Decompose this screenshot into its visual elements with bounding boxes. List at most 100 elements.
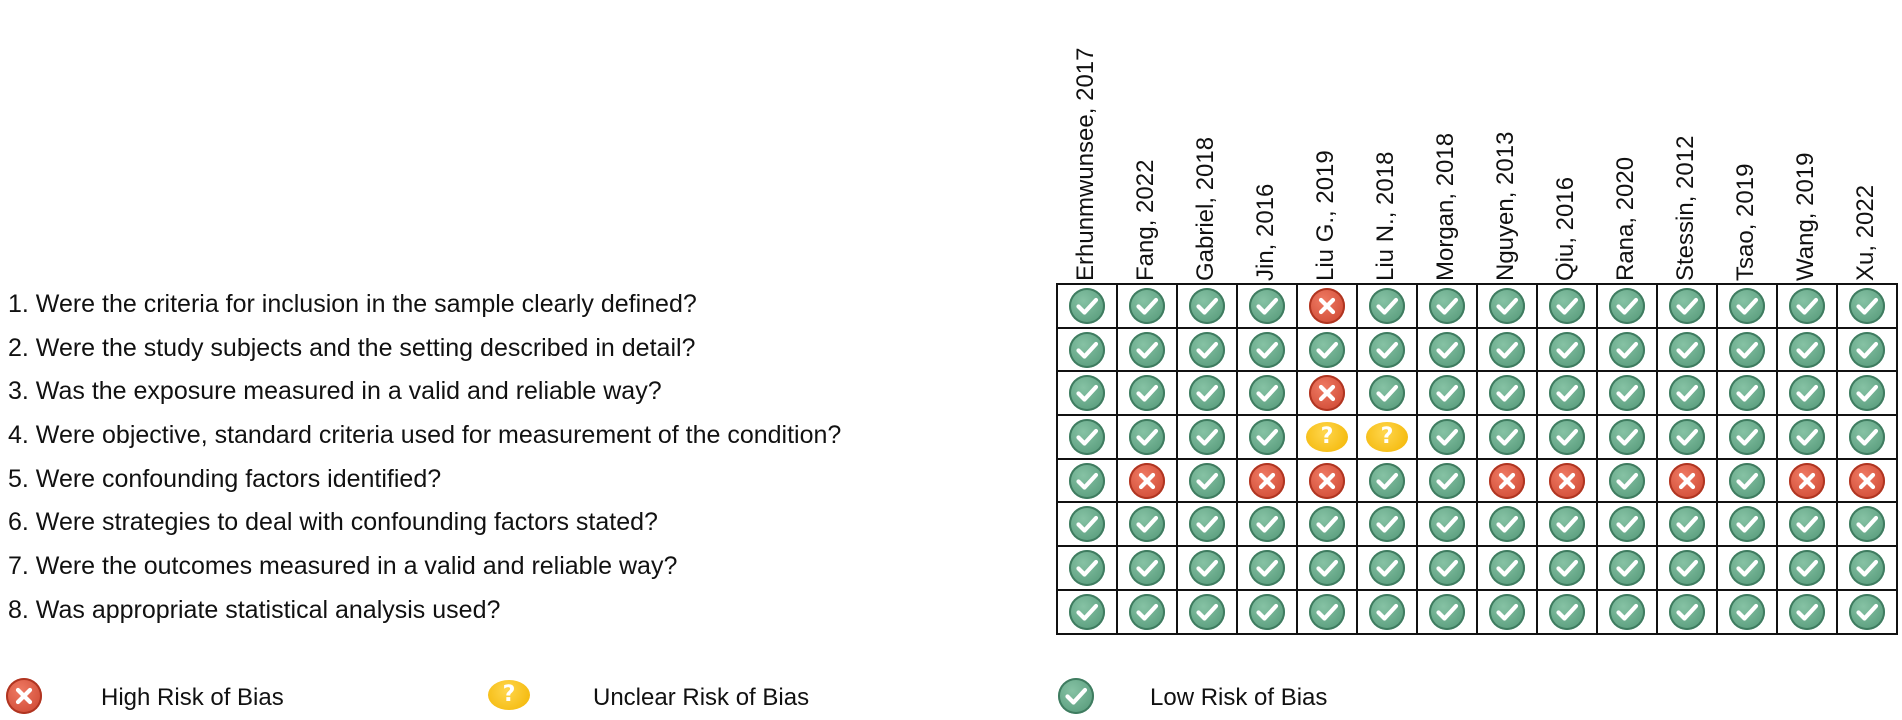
grid-cell bbox=[1836, 457, 1898, 504]
check-icon bbox=[1549, 287, 1585, 324]
check-icon bbox=[1369, 331, 1405, 368]
grid-cell bbox=[1416, 283, 1478, 329]
check-icon bbox=[1249, 418, 1285, 455]
legend-label-low: Low Risk of Bias bbox=[1150, 684, 1328, 711]
grid-cell bbox=[1776, 545, 1838, 591]
check-icon bbox=[1429, 506, 1465, 543]
check-icon bbox=[1789, 287, 1825, 324]
low-risk-icon bbox=[1058, 678, 1094, 714]
check-icon bbox=[1729, 506, 1765, 543]
check-icon bbox=[1789, 375, 1825, 412]
grid-cell bbox=[1716, 283, 1778, 329]
grid-cell bbox=[1236, 414, 1298, 460]
grid-cell bbox=[1296, 501, 1358, 548]
check-icon bbox=[1369, 549, 1405, 586]
check-icon bbox=[1789, 506, 1825, 543]
check-icon bbox=[1849, 331, 1885, 368]
grid-row bbox=[1056, 457, 1898, 504]
check-icon bbox=[1549, 506, 1585, 543]
study-column-header: Wang, 2019 bbox=[1776, 0, 1836, 283]
check-icon bbox=[1489, 287, 1525, 324]
cross-icon bbox=[1489, 462, 1525, 499]
study-label: Xu, 2022 bbox=[1852, 184, 1879, 281]
high-risk-icon bbox=[6, 678, 42, 714]
study-column-header: Rana, 2020 bbox=[1596, 0, 1656, 283]
check-icon bbox=[1609, 375, 1645, 412]
cross-icon bbox=[1549, 462, 1585, 499]
check-icon bbox=[1189, 549, 1225, 586]
question-text: 8. Was appropriate statistical analysis … bbox=[8, 595, 501, 624]
study-column-header: Morgan, 2018 bbox=[1416, 0, 1476, 283]
grid-cell bbox=[1056, 370, 1118, 417]
grid-cell bbox=[1596, 501, 1658, 548]
grid-cell bbox=[1776, 370, 1838, 417]
grid-cell bbox=[1596, 457, 1658, 504]
cross-icon bbox=[1789, 462, 1825, 499]
check-icon bbox=[1669, 287, 1705, 324]
study-column-header: Erhunmwunsee, 2017 bbox=[1056, 0, 1116, 283]
check-icon bbox=[1249, 593, 1285, 630]
check-icon bbox=[1849, 549, 1885, 586]
grid-cell bbox=[1176, 588, 1238, 635]
check-icon bbox=[1369, 287, 1405, 324]
grid-cell bbox=[1596, 588, 1658, 635]
grid-cell bbox=[1836, 283, 1898, 329]
check-icon bbox=[1069, 418, 1105, 455]
check-icon bbox=[1069, 462, 1105, 499]
grid-cell bbox=[1116, 414, 1178, 460]
grid-cell bbox=[1836, 326, 1898, 373]
grid-cell bbox=[1296, 370, 1358, 417]
grid-cell bbox=[1176, 283, 1238, 329]
check-icon bbox=[1789, 593, 1825, 630]
check-icon bbox=[1789, 549, 1825, 586]
grid-cell bbox=[1536, 326, 1598, 373]
grid-cell bbox=[1776, 588, 1838, 635]
check-icon bbox=[1429, 287, 1465, 324]
check-icon bbox=[1309, 549, 1345, 586]
grid-cell bbox=[1296, 283, 1358, 329]
check-icon bbox=[1129, 331, 1165, 368]
grid-cell bbox=[1236, 588, 1298, 635]
grid-cell bbox=[1656, 414, 1718, 460]
grid-cell bbox=[1416, 588, 1478, 635]
grid-cell bbox=[1836, 414, 1898, 460]
cross-icon bbox=[1309, 287, 1345, 324]
check-icon bbox=[1849, 418, 1885, 455]
grid-cell bbox=[1416, 414, 1478, 460]
grid-cell bbox=[1356, 501, 1418, 548]
check-icon bbox=[1789, 331, 1825, 368]
check-icon bbox=[1129, 418, 1165, 455]
check-icon bbox=[1549, 418, 1585, 455]
grid-cell bbox=[1656, 457, 1718, 504]
grid-cell bbox=[1236, 501, 1298, 548]
check-icon bbox=[1729, 287, 1765, 324]
check-icon bbox=[1669, 375, 1705, 412]
check-icon bbox=[1189, 331, 1225, 368]
check-icon bbox=[1429, 331, 1465, 368]
grid-cell bbox=[1176, 545, 1238, 591]
check-icon bbox=[1849, 375, 1885, 412]
check-icon bbox=[1189, 462, 1225, 499]
grid-cell bbox=[1536, 588, 1598, 635]
grid-cell bbox=[1536, 370, 1598, 417]
check-icon bbox=[1489, 506, 1525, 543]
grid-cell bbox=[1176, 414, 1238, 460]
grid-cell bbox=[1716, 370, 1778, 417]
grid-cell bbox=[1296, 457, 1358, 504]
cross-icon bbox=[1669, 462, 1705, 499]
check-icon bbox=[1129, 287, 1165, 324]
grid-cell bbox=[1656, 588, 1718, 635]
study-column-header: Gabriel, 2018 bbox=[1176, 0, 1236, 283]
grid-cell bbox=[1836, 370, 1898, 417]
check-icon bbox=[1309, 331, 1345, 368]
study-label: Liu G., 2019 bbox=[1312, 150, 1339, 281]
grid-cell bbox=[1356, 545, 1418, 591]
question-icon: ? bbox=[1306, 421, 1348, 452]
grid-cell bbox=[1716, 588, 1778, 635]
grid-cell bbox=[1116, 501, 1178, 548]
check-icon bbox=[1069, 331, 1105, 368]
grid-cell bbox=[1356, 326, 1418, 373]
study-column-header: Stessin, 2012 bbox=[1656, 0, 1716, 283]
grid-cell bbox=[1236, 457, 1298, 504]
check-icon bbox=[1489, 418, 1525, 455]
